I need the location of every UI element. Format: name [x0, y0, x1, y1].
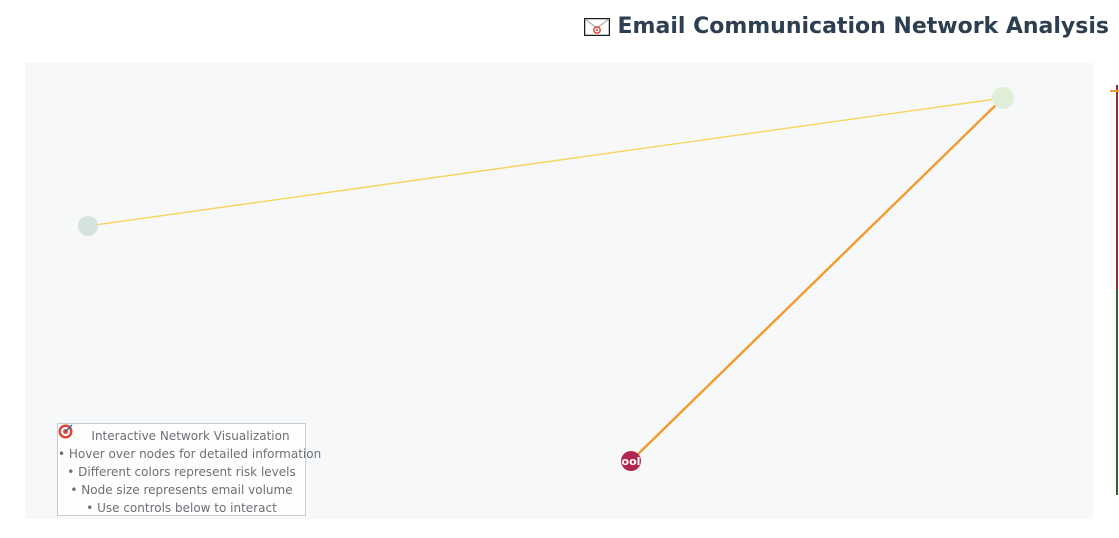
- info-box: Interactive Network Visualization • Hove…: [57, 423, 322, 516]
- colorbar-bottom-segment: [1116, 290, 1118, 495]
- info-line-colors: • Different colors represent risk levels: [67, 465, 296, 479]
- edge-node-a-node-b[interactable]: [87, 97, 1004, 227]
- info-line-controls: • Use controls below to interact: [86, 501, 277, 515]
- page-title: Email Communication Network Analysis: [617, 14, 1109, 39]
- risk-colorbar: [1110, 85, 1119, 495]
- envelope-icon: [583, 17, 610, 36]
- node-c-label: ool: [622, 455, 641, 468]
- info-line-size: • Node size represents email volume: [70, 483, 293, 497]
- network-svg[interactable]: ool: [25, 63, 1093, 519]
- colorbar-top-segment: [1116, 85, 1118, 290]
- node-b[interactable]: [992, 87, 1014, 109]
- header: Email Communication Network Analysis: [583, 14, 1109, 39]
- node-c[interactable]: [621, 451, 641, 471]
- info-box-title: Interactive Network Visualization: [91, 429, 290, 443]
- edge-node-c-node-b[interactable]: [630, 97, 1004, 462]
- colorbar-tick: [1110, 90, 1119, 92]
- network-graph[interactable]: ool Interactive Network Visualization • …: [25, 63, 1093, 519]
- info-line-hover: • Hover over nodes for detailed informat…: [58, 447, 322, 461]
- target-icon: [58, 424, 88, 443]
- node-a[interactable]: [78, 216, 98, 236]
